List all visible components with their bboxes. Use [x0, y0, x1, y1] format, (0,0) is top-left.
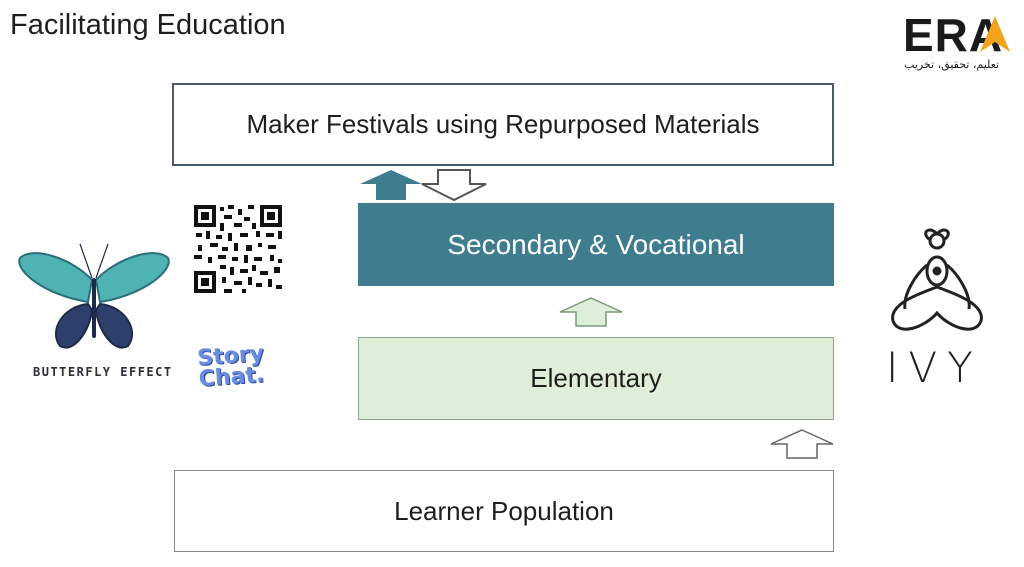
qr-code-icon	[194, 205, 284, 295]
storychat-line2: Chat.	[197, 362, 266, 393]
slide-title: Facilitating Education	[10, 9, 286, 41]
maker-festivals-box: Maker Festivals using Repurposed Materia…	[172, 83, 834, 166]
elementary-box: Elementary	[358, 337, 834, 420]
era-logo-text: ERA	[903, 9, 1004, 61]
ivy-yoga-figure-icon	[891, 228, 983, 331]
era-arrow-icon	[980, 16, 1010, 52]
up-arrow-outline-icon	[770, 429, 834, 459]
storychat-logo: Story Chat.	[197, 341, 288, 393]
learner-population-box: Learner Population	[174, 470, 834, 552]
era-logo-tagline: تعلیم، تحقیق، تخریب	[904, 58, 1000, 71]
down-arrow-outline-icon	[421, 169, 487, 202]
butterfly-effect-label: BUTTERFLY EFFECT	[33, 365, 173, 379]
secondary-vocational-box: Secondary & Vocational	[358, 203, 834, 286]
up-arrow-green-icon	[559, 297, 623, 327]
ivy-label: IVY	[886, 343, 983, 392]
up-arrow-filled-icon	[360, 170, 422, 200]
butterfly-icon	[18, 243, 170, 349]
